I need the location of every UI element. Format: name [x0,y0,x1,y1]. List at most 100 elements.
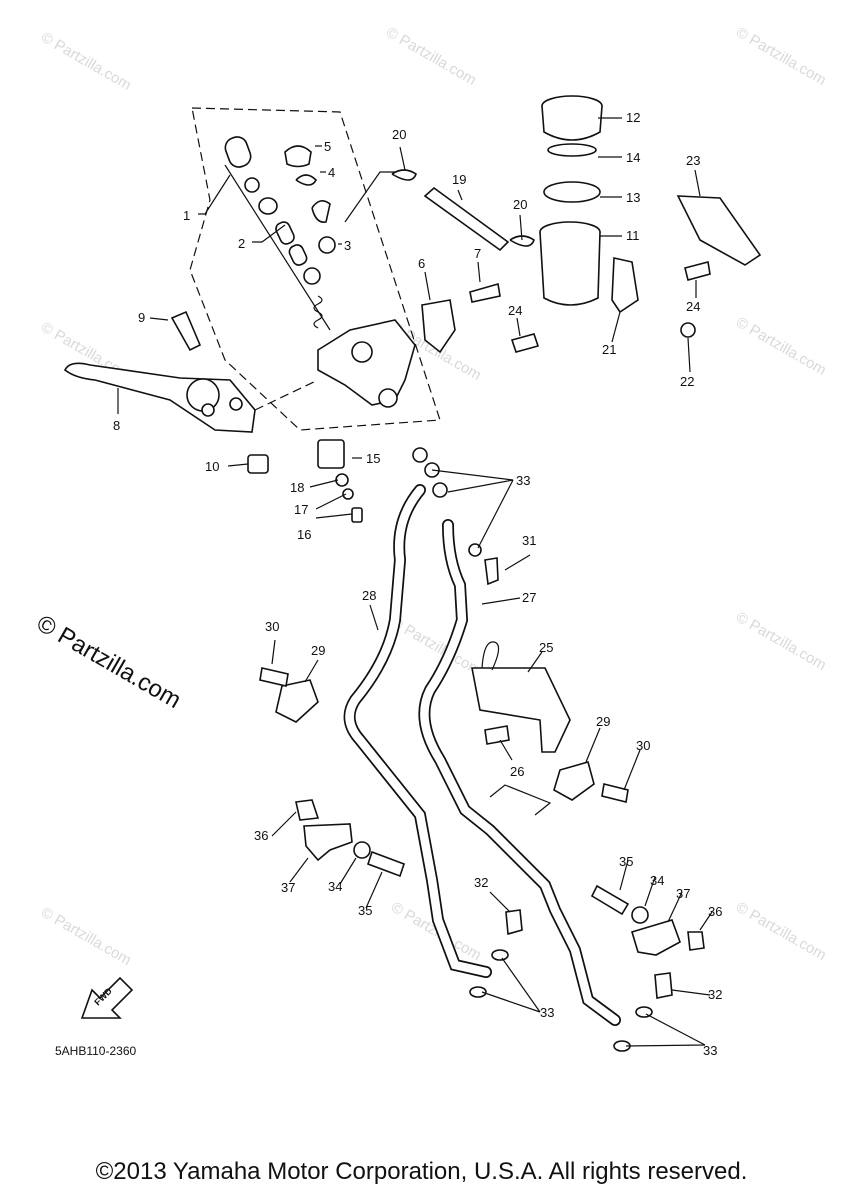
watermark-prominent: © Partzilla.com [32,610,186,714]
callout-13: 13 [626,190,640,205]
callout-36: 36 [708,904,722,919]
callout-22: 22 [680,374,694,389]
copyright-notice: ©2013 Yamaha Motor Corporation, U.S.A. A… [95,1158,748,1185]
callout-35: 35 [358,903,372,918]
callout-24: 24 [686,299,700,314]
watermark: © Partzilla.com [733,609,829,674]
callout-33: 33 [540,1005,554,1020]
watermarks: © Partzilla.com © Partzilla.com © Partzi… [38,24,829,969]
callouts: 1 2 3 4 5 6 7 8 9 10 11 12 13 14 15 16 1… [113,110,722,1058]
bolt-35 [366,850,406,878]
watermark: © Partzilla.com [733,314,829,379]
callout-32: 32 [708,987,722,1002]
washer-33 [412,447,428,463]
callout-18: 18 [290,480,304,495]
bolt-24 [510,333,540,353]
union-bolt-32 [654,972,673,999]
callout-34: 34 [328,879,342,894]
nut-36 [687,931,705,951]
hose-19 [423,186,510,252]
callout-20: 20 [513,197,527,212]
fwd-arrow-icon: FWD [80,976,134,1019]
reservoir-cap-5 [284,145,312,168]
piston-kit [224,136,331,331]
callout-9: 9 [138,310,145,325]
callout-17: 17 [294,502,308,517]
watermark: © Partzilla.com [38,904,134,969]
washer-33 [491,949,509,961]
master-cylinder-body [317,319,416,408]
bolt-30 [601,783,629,803]
callout-24: 24 [508,303,522,318]
brake-hose-28 [343,484,492,978]
bolt-30 [259,667,289,687]
callout-27: 27 [522,590,536,605]
callout-36: 36 [254,828,268,843]
callout-30: 30 [636,738,650,753]
callout-26: 26 [510,764,524,779]
hose-bracket-25 [471,667,571,753]
callout-31: 31 [522,533,536,548]
reservoir-group [539,95,603,306]
callout-14: 14 [626,150,640,165]
screw-16 [351,507,363,523]
callout-37: 37 [281,880,295,895]
callout-30: 30 [265,619,279,634]
callout-16: 16 [297,527,311,542]
callout-2: 2 [238,236,245,251]
callout-33: 33 [516,473,530,488]
collar-34 [631,906,649,924]
callout-23: 23 [686,153,700,168]
callout-37: 37 [676,886,690,901]
brake-lever-8 [63,362,256,433]
watermark: © Partzilla.com [733,24,829,89]
brake-hose-27 [418,519,621,1026]
nut-36 [295,799,320,821]
diagram-code: 5AHB110-2360 [55,1044,136,1058]
callout-1: 1 [183,208,190,223]
bolt-7 [469,282,501,303]
nut-10 [247,454,269,474]
callout-34: 34 [650,873,664,888]
washer-33 [469,986,487,998]
switch-15 [317,439,345,469]
o-ring-3 [318,236,336,254]
collar-34 [353,841,371,859]
union-bolt-32 [505,909,523,936]
washer-33 [432,482,448,498]
callout-7: 7 [474,246,481,261]
clamp-37 [303,823,353,862]
clip-4 [295,174,317,186]
callout-21: 21 [602,342,616,357]
bolt-9 [170,310,202,352]
callout-5: 5 [324,139,331,154]
callout-25: 25 [539,640,553,655]
callout-3: 3 [344,238,351,253]
clip-20 [509,235,535,247]
callout-10: 10 [205,459,219,474]
callout-32: 32 [474,875,488,890]
clamp-29 [553,761,595,801]
watermark: © Partzilla.com [38,29,134,94]
union-bolt-31 [484,557,499,586]
watermark: © Partzilla.com [733,899,829,964]
callout-20: 20 [392,127,406,142]
callout-29: 29 [311,643,325,658]
washer-17 [342,488,354,500]
callout-33: 33 [703,1043,717,1058]
callout-11: 11 [626,228,640,243]
clamp-29 [275,679,319,723]
callout-6: 6 [418,256,425,271]
clip-20 [391,169,417,181]
holder-6 [421,299,456,354]
bracket-23 [676,195,762,266]
watermark: © Partzilla.com [383,24,479,89]
bolt-26 [484,725,510,745]
nipple [311,200,331,224]
bolt-35 [590,884,630,916]
callout-15: 15 [366,451,380,466]
callout-12: 12 [626,110,640,125]
callout-8: 8 [113,418,120,433]
bolt-24 [684,261,711,281]
